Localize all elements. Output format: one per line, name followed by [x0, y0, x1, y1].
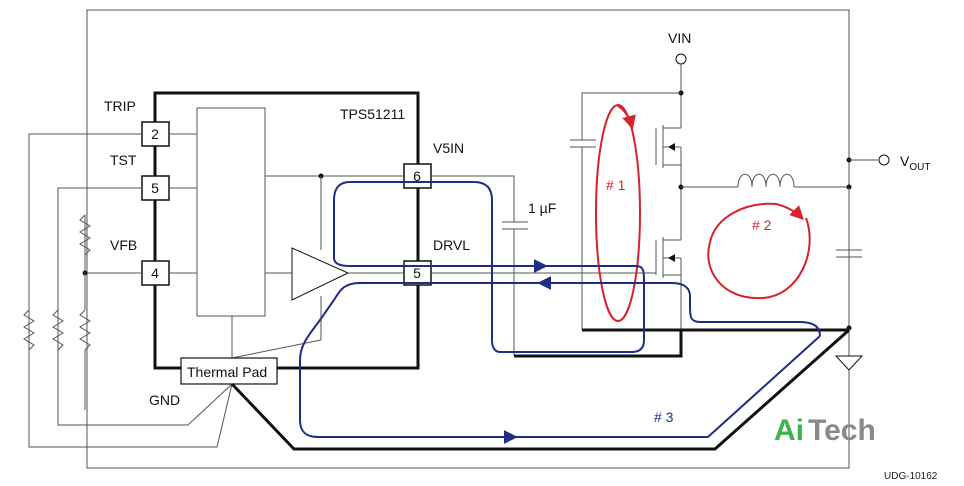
ic-body	[153, 91, 420, 370]
loop-2-path	[707, 202, 811, 300]
capacitor-label: 1 µF	[528, 200, 556, 216]
ground-symbol	[834, 355, 864, 371]
vout-terminal	[878, 154, 890, 166]
loop-1-label: # 1	[606, 177, 626, 193]
pin-number-drvl: 5	[413, 265, 421, 281]
chip-name: TPS51211	[340, 106, 405, 122]
resistor-vfb-bottom	[79, 309, 91, 351]
pin-name-tst: TST	[110, 152, 137, 168]
aitech-logo: Ai Tech	[774, 414, 876, 447]
vout-label: VOUT	[900, 153, 930, 173]
resistor-vfb-top	[79, 214, 91, 256]
pin-name-drvl: DRVL	[433, 237, 470, 253]
internal-logic-block	[196, 107, 266, 317]
inductor	[737, 173, 795, 188]
loop-2-label: # 2	[752, 217, 772, 233]
figure-id: UDG-10162	[884, 471, 938, 482]
pin-number-v5in: 6	[413, 168, 421, 184]
pin-name-v5in: V5IN	[433, 140, 464, 156]
vin-terminal	[675, 53, 687, 65]
vin-label: VIN	[668, 30, 691, 46]
thermal-pad-label: Thermal Pad	[187, 364, 267, 380]
pin-number-vfb: 4	[151, 265, 159, 281]
thermal-pad	[180, 357, 278, 385]
svg-text:Tech: Tech	[808, 414, 876, 447]
resistor-tst	[52, 309, 64, 351]
resistor-trip	[23, 309, 35, 351]
high-side-mosfet	[655, 125, 682, 168]
loop-1-path	[595, 104, 641, 322]
driver-buffer	[291, 247, 350, 301]
pin-number-tst: 5	[151, 180, 159, 196]
low-side-mosfet	[655, 237, 682, 278]
svg-text:Ai: Ai	[774, 414, 804, 447]
pin-number-trip: 2	[151, 126, 159, 142]
pin-name-trip: TRIP	[104, 98, 136, 114]
pin-name-vfb: VFB	[110, 237, 137, 253]
loop-3-label: # 3	[654, 409, 674, 425]
gnd-label: GND	[149, 392, 180, 408]
